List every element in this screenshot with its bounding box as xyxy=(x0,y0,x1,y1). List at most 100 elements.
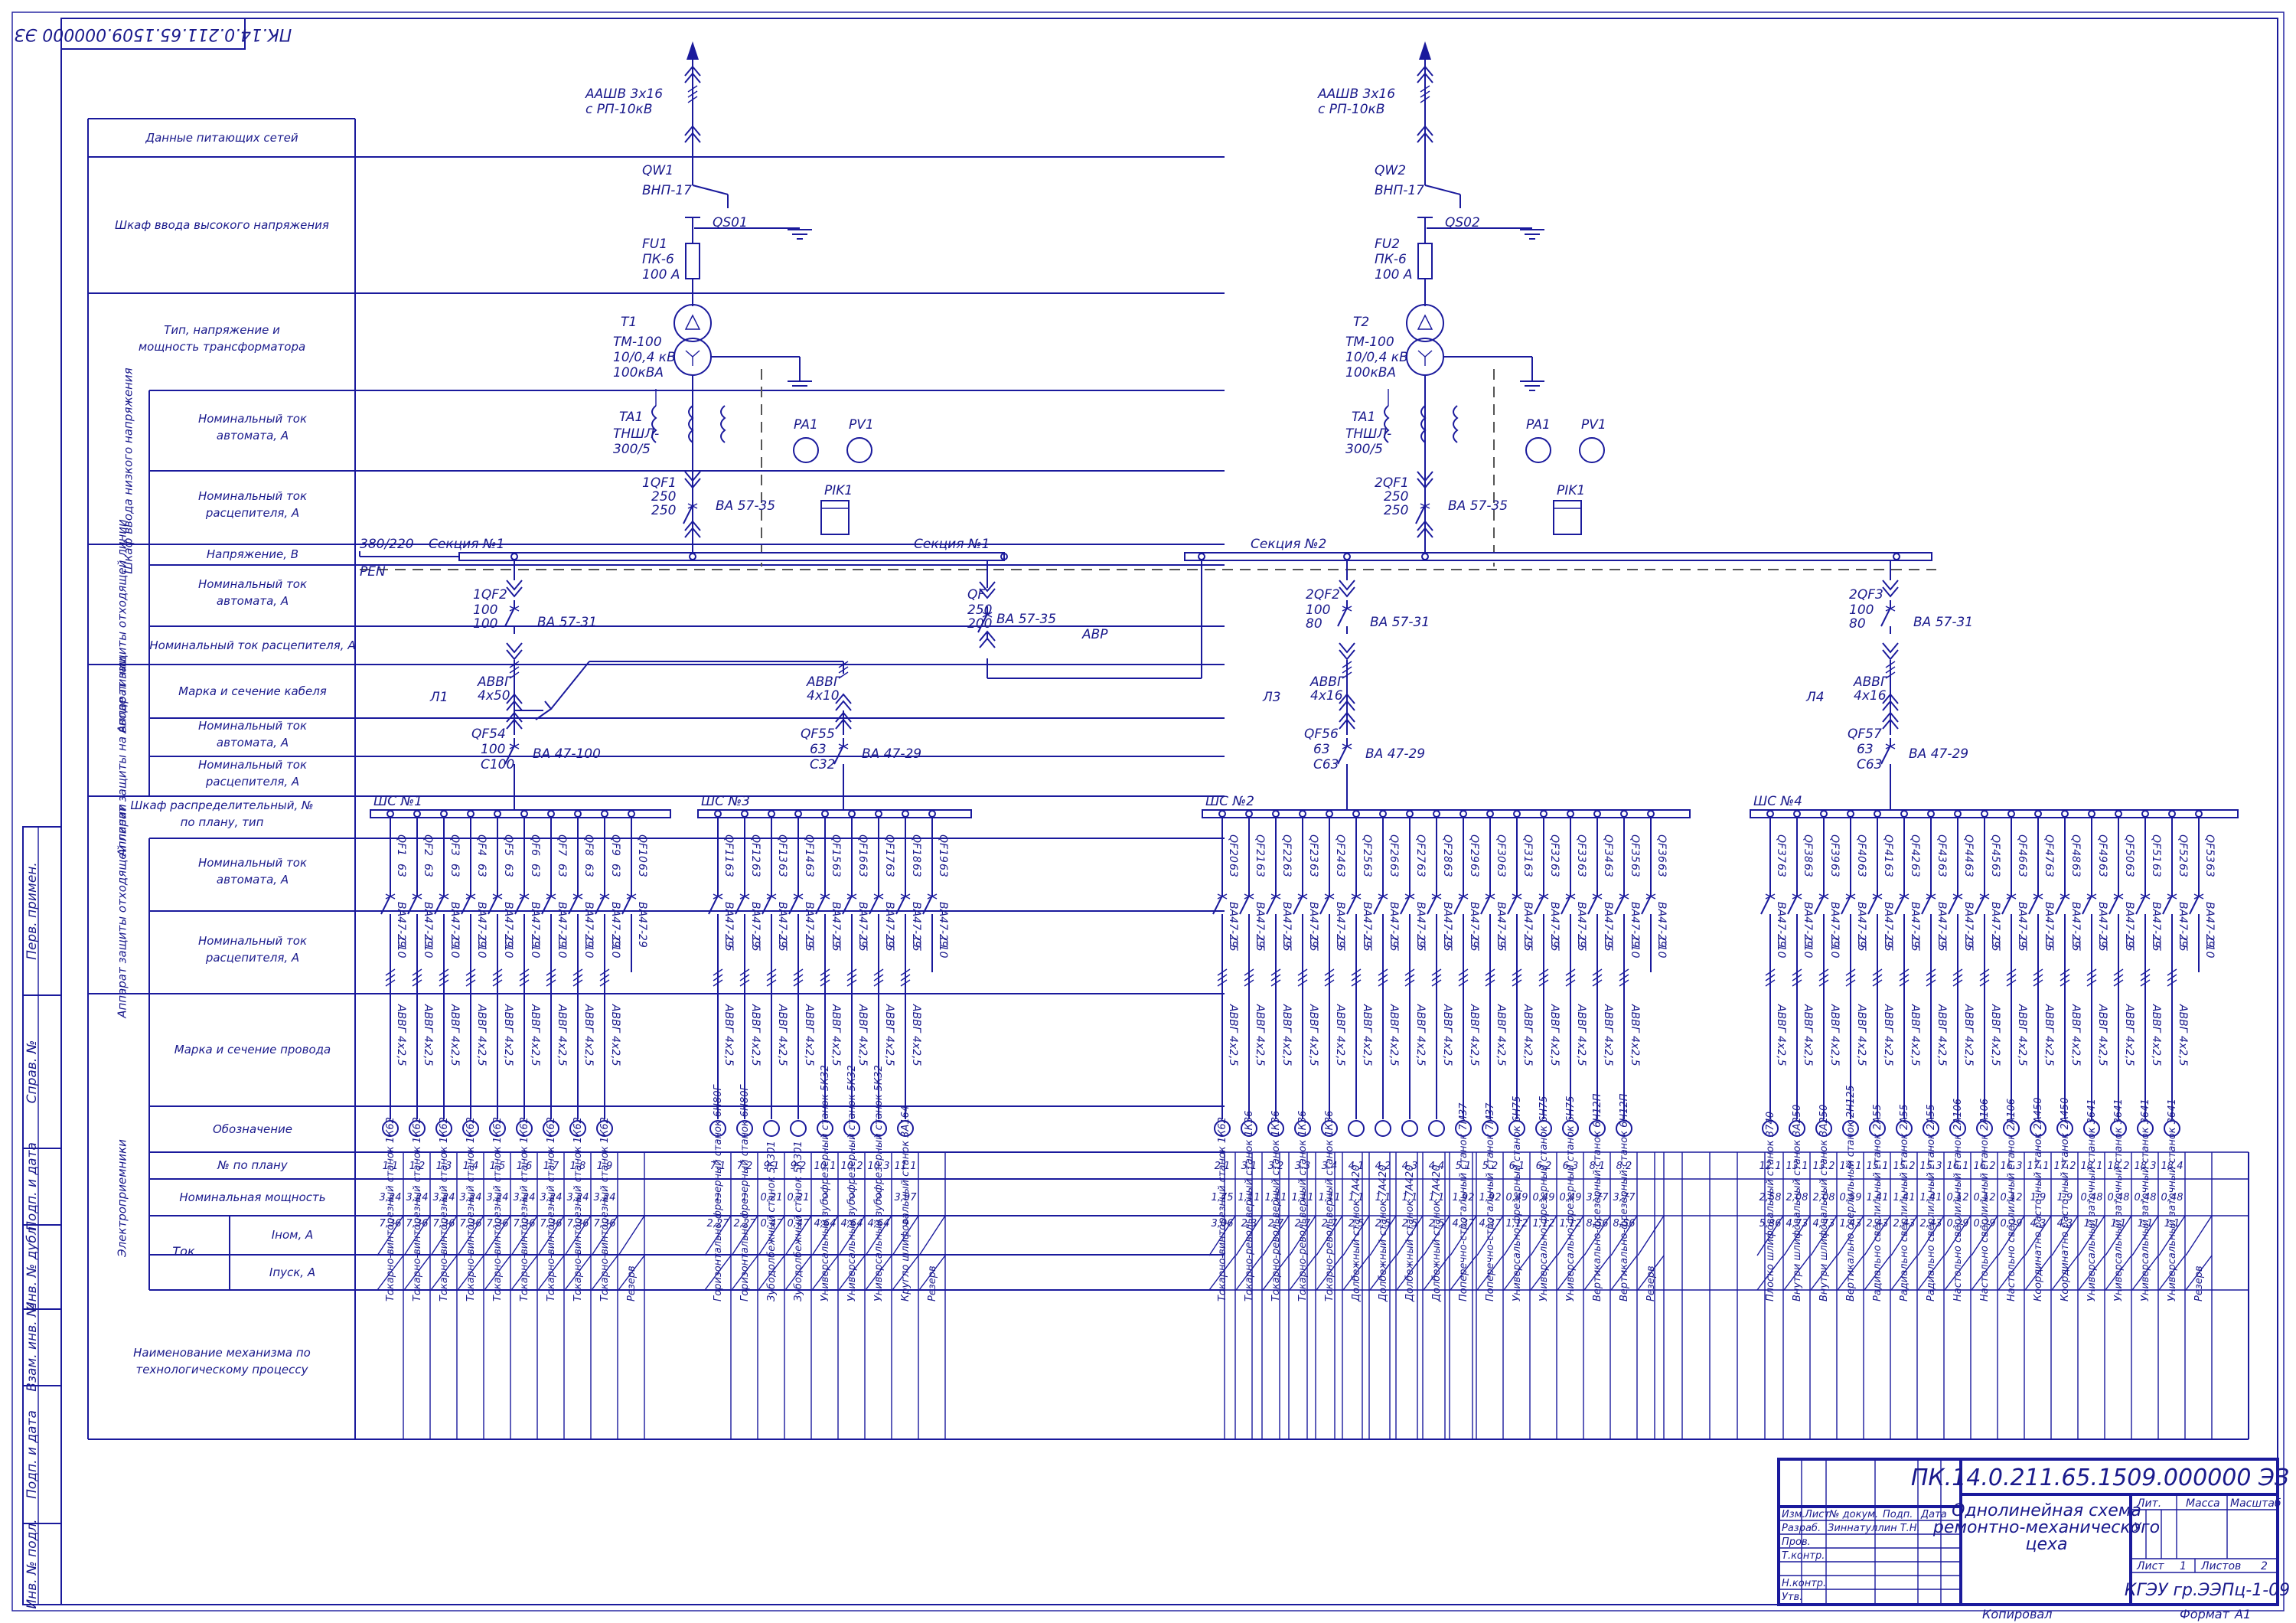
cable-tick-mark xyxy=(1351,974,1362,981)
breaker-cross xyxy=(1645,893,1656,900)
branch-breaker-type: ВА47-29 xyxy=(776,902,788,948)
branch-breaker-release: С5 xyxy=(1468,937,1480,952)
cable-tick-mark xyxy=(2033,968,2043,976)
plug-connector-icon xyxy=(1882,642,1899,654)
load-terminal-icon xyxy=(736,1120,753,1137)
diagonal-cell xyxy=(430,1215,458,1256)
mechanism-name-cell: Универсальный заточный станок 3641 xyxy=(2140,1099,2151,1301)
branch-breaker-release: С5 xyxy=(1307,937,1319,952)
plan-number-cell: 1.1 xyxy=(383,1161,399,1172)
fuse-label: FU2 xyxy=(1375,237,1400,252)
branch-wire-label: АВВГ 4х2,5 xyxy=(1882,1004,1894,1066)
branch-breaker-rating: 63 xyxy=(1414,864,1427,877)
branch-breaker-release: С5 xyxy=(1575,937,1587,952)
branch-wire-label: АВВГ 4х2,5 xyxy=(556,1004,568,1066)
bus-tap-icon xyxy=(1567,810,1574,818)
branch-wire-label: АВВГ 4х2,5 xyxy=(1361,1004,1373,1066)
branch-breaker-icon xyxy=(895,888,911,922)
cable-tick-mark xyxy=(2006,968,2017,976)
branch-breaker-icon xyxy=(488,888,503,922)
transformer-winding-icon xyxy=(673,304,712,342)
diagonal-cell xyxy=(1262,1215,1290,1256)
branch-wire-label: АВВГ 4х2,5 xyxy=(910,1004,922,1066)
plan-number-cell: 7.2 xyxy=(737,1161,753,1172)
title-block-role: Пров. xyxy=(1782,1536,1811,1548)
line-breaker-type: ВА 57-31 xyxy=(1913,615,1973,630)
branch-breaker-icon xyxy=(1814,888,1829,922)
bus-tap-icon xyxy=(2034,810,2042,818)
cable-tick-mark xyxy=(1217,968,1228,976)
cable-tick-mark xyxy=(1899,974,1910,981)
breaker-blade xyxy=(1948,895,1958,915)
plug-connector-icon xyxy=(1339,693,1355,704)
rated-current-cell: 2,7 xyxy=(1268,1218,1284,1229)
bus-tap-icon xyxy=(1352,810,1360,818)
cable-tick-mark xyxy=(509,666,520,674)
cable-tick-mark xyxy=(687,85,698,93)
table-row-label: Iпуск, А xyxy=(269,1265,315,1279)
plug-connector-icon xyxy=(684,132,701,143)
cable-tick-mark xyxy=(1217,974,1228,981)
breaker-blade xyxy=(380,895,391,915)
table-row-label: Марка и сечение провода xyxy=(174,1043,331,1056)
mechanism-name-cell: Токарно-револьверный станок 1К36 xyxy=(1244,1111,1255,1301)
power-cell: 2 xyxy=(876,1192,882,1203)
breaker-cross xyxy=(1952,893,1963,900)
breaker-cross xyxy=(838,743,849,749)
voltmeter-label: PV1 xyxy=(849,417,874,433)
branch-breaker-label: QF32 xyxy=(1548,834,1561,863)
breaker-blade xyxy=(407,895,418,915)
input-breaker-icon xyxy=(504,738,520,772)
cable-tick-mark xyxy=(1765,968,1776,976)
fuse-icon xyxy=(685,243,700,279)
feeder-cable-source: с РП-10кВ xyxy=(1318,102,1384,117)
load-terminal-icon xyxy=(1616,1120,1632,1137)
branch-wire-label: АВВГ 4х2,5 xyxy=(803,1004,815,1066)
plug-connector-icon xyxy=(1882,711,1899,723)
breaker-blade xyxy=(1427,895,1437,915)
mechanism-name-cell: Резерв xyxy=(2193,1265,2205,1301)
branch-breaker-release: С5 xyxy=(749,937,762,952)
breaker-cross xyxy=(509,606,520,612)
title-block-role: Утв. xyxy=(1782,1592,1802,1603)
branch-breaker-release: С5 xyxy=(2123,937,2135,952)
cable-tick-mark xyxy=(873,968,884,976)
breaker-blade xyxy=(2082,895,2092,915)
plug-connector-icon xyxy=(506,586,523,598)
branch-breaker-icon xyxy=(2135,888,2151,922)
bus-tap-icon xyxy=(2195,810,2203,818)
cable-tick-mark xyxy=(492,979,503,987)
earth-switch-label: QS02 xyxy=(1445,215,1480,230)
plan-number-cell: 18.3 xyxy=(2135,1161,2157,1172)
cable-tick-mark xyxy=(1872,979,1883,987)
cable-tick-mark xyxy=(1485,968,1495,976)
branch-breaker-icon xyxy=(1293,888,1308,922)
load-terminal-icon xyxy=(569,1120,586,1137)
branch-breaker-rating: 63 xyxy=(2043,864,2055,877)
table-row-label: расцепителя, А xyxy=(205,775,299,789)
plug-connector-icon xyxy=(1417,132,1433,143)
diagonal-cell xyxy=(2131,1215,2159,1256)
cable-tick-mark xyxy=(1619,974,1629,981)
power-cell: 1,11 xyxy=(1319,1192,1341,1203)
bus-tap-icon xyxy=(1513,810,1521,818)
power-cell: 0,59 xyxy=(1840,1192,1862,1203)
breaker-cross xyxy=(2193,893,2204,900)
load-terminal-icon xyxy=(489,1120,506,1137)
breaker-cross xyxy=(2113,893,2124,900)
cable-tick-mark xyxy=(838,671,849,679)
plan-number-cell: 15.3 xyxy=(1920,1161,1942,1172)
branch-wire-label: АВВГ 4х2,5 xyxy=(1855,1004,1867,1066)
branch-breaker-type: ВА47-29 xyxy=(1802,902,1814,948)
plug-connector-icon xyxy=(1339,700,1355,711)
breaker-blade xyxy=(1346,895,1357,915)
line-breaker-rating: 100 xyxy=(1306,603,1330,618)
cable-tick-mark xyxy=(2033,974,2043,981)
diagonal-cell xyxy=(1864,1255,1891,1291)
